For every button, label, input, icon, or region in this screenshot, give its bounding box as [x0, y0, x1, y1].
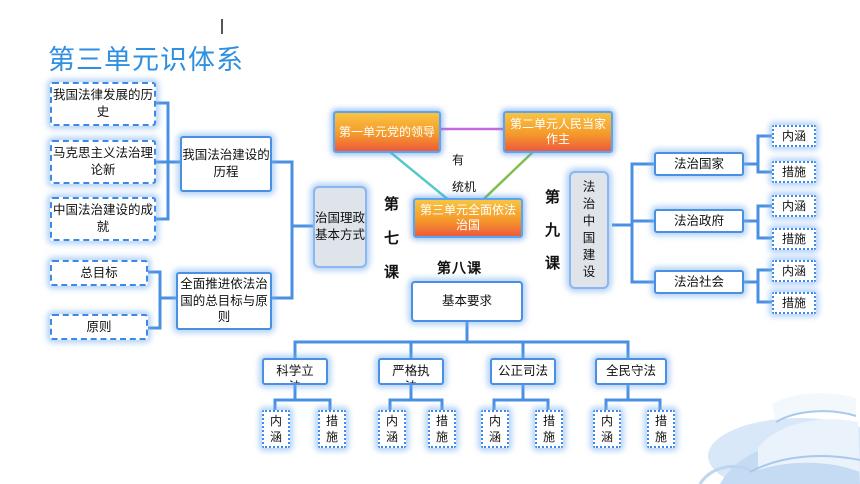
lesson-nine-char-3: 课: [545, 254, 561, 272]
observance-connotation: 内涵: [593, 410, 621, 448]
lesson-nine-char-1: 第: [545, 188, 561, 206]
unit-two-label: 第二单元人民当家作主: [509, 117, 606, 146]
right-item-government: 法治政府: [654, 209, 744, 233]
goal-item-label: 总目标: [80, 264, 118, 280]
lesson-seven-char-2: 七: [384, 229, 400, 247]
leaf-label: 措施: [435, 413, 448, 444]
goal-parent-box: 全面推进依法治国的总目标与原则: [176, 272, 272, 330]
sub-label: 措施: [781, 164, 806, 179]
right-item-label: 法治国家: [673, 155, 724, 171]
history-item-marxist-theory: 马克思主义法治理论新: [50, 140, 156, 184]
leaf-label: 内涵: [269, 413, 282, 444]
page-title: 第三单元识体系: [48, 45, 244, 76]
history-item-achievements: 中国法治建设的成就: [50, 197, 156, 241]
sub-label: 措施: [781, 231, 806, 246]
cursor-mark: [221, 19, 223, 34]
governance-mode-box: 治国理政基本方式: [313, 186, 367, 268]
sub-label: 内涵: [781, 263, 806, 278]
government-measures: 措施: [772, 228, 816, 250]
right-item-label: 法治社会: [673, 273, 724, 289]
unit-two-box: 第二单元人民当家作主: [503, 111, 613, 153]
sub-label: 内涵: [781, 128, 806, 143]
history-item-law-development: 我国法律发展的历史: [50, 82, 156, 126]
state-connotation: 内涵: [772, 125, 816, 147]
legislation-measures: 措施: [318, 410, 346, 448]
history-item-label: 中国法治建设的成就: [52, 202, 153, 234]
leaf-label: 内涵: [600, 413, 613, 444]
government-connotation: 内涵: [772, 195, 816, 217]
history-parent-label: 我国法治建设的历程: [182, 147, 270, 179]
history-item-label: 马克思主义法治理论新: [52, 145, 153, 177]
sub-label: 内涵: [781, 198, 806, 213]
legislation-connotation: 内涵: [262, 410, 290, 448]
unit-three-box: 第三单元全面依法治国: [413, 198, 523, 238]
justice-connotation: 内涵: [481, 410, 509, 448]
right-item-state: 法治国家: [654, 152, 744, 176]
unity-char-1: 有: [452, 153, 465, 167]
society-connotation: 内涵: [772, 260, 816, 282]
requirement-label: 全民守法: [605, 363, 656, 379]
decorative-books-illustration: [698, 393, 860, 484]
society-measures: 措施: [772, 292, 816, 314]
lesson-eight-label: 第八课: [437, 261, 482, 277]
unit-one-box: 第一单元党的领导: [333, 111, 441, 153]
enforcement-connotation: 内涵: [378, 410, 406, 448]
requirement-scientific-legislation: 科学立法: [262, 358, 328, 385]
sub-label: 措施: [781, 295, 806, 310]
leaf-label: 内涵: [385, 413, 398, 444]
observance-measures: 措施: [647, 410, 675, 448]
right-item-label: 法治政府: [673, 212, 724, 228]
requirement-label: 严格执法: [392, 363, 430, 383]
unit-three-label: 第三单元全面依法治国: [419, 203, 516, 232]
history-item-label: 我国法律发展的历史: [52, 87, 153, 119]
requirement-strict-enforcement: 严格执法: [378, 358, 444, 385]
goal-item-principle: 原则: [50, 314, 148, 340]
requirement-label: 公正司法: [497, 363, 548, 379]
history-parent-box: 我国法治建设的历程: [180, 136, 272, 192]
state-measures: 措施: [772, 161, 816, 183]
lesson-seven-char-3: 课: [384, 263, 400, 281]
leaf-label: 措施: [325, 413, 338, 444]
goal-parent-label: 全面推进依法治国的总目标与原则: [180, 275, 268, 325]
unity-char-2: 统机: [452, 180, 477, 194]
basic-requirements-label: 基本要求: [441, 293, 492, 309]
lesson-seven-char-1: 第: [384, 195, 400, 213]
justice-measures: 措施: [535, 410, 563, 448]
right-item-society: 法治社会: [654, 270, 744, 294]
leaf-label: 措施: [654, 413, 667, 444]
requirement-label: 科学立法: [276, 363, 314, 383]
basic-requirements-box: 基本要求: [411, 281, 523, 322]
requirement-universal-observance: 全民守法: [595, 358, 667, 385]
goal-item-overall: 总目标: [50, 260, 148, 286]
requirement-fair-justice: 公正司法: [490, 358, 556, 385]
goal-item-label: 原则: [86, 318, 112, 334]
unit-one-label: 第一单元党的领导: [338, 124, 435, 139]
leaf-label: 内涵: [488, 413, 501, 444]
enforcement-measures: 措施: [428, 410, 456, 448]
leaf-label: 措施: [542, 413, 555, 444]
rule-of-law-china-box: 法治中国建设: [569, 171, 609, 289]
rule-of-law-china-label: 法治中国建设: [582, 179, 596, 279]
governance-mode-label: 治国理政基本方式: [315, 210, 366, 242]
lesson-nine-char-2: 九: [545, 221, 561, 239]
